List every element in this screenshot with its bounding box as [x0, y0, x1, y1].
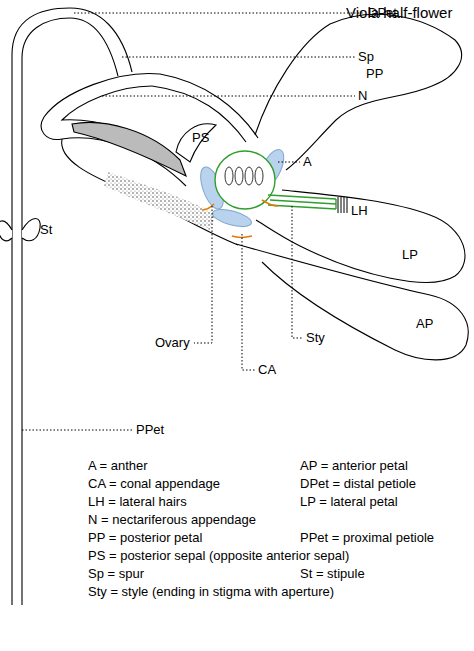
part-label: AP — [416, 316, 474, 332]
part-label: PS — [192, 130, 272, 146]
leader-line — [122, 57, 355, 58]
leader-line — [102, 96, 355, 97]
legend-entry: AP = anterior petal — [300, 458, 470, 474]
legend-entry: Sty = style (ending in stigma with apert… — [88, 584, 470, 600]
legend-entry: St = stipule — [300, 566, 470, 582]
diagram-title: Viola half-flower — [346, 4, 474, 22]
leader-line — [242, 234, 255, 370]
part-label: Sty — [306, 330, 386, 346]
leader-line — [22, 430, 133, 431]
ovule — [245, 167, 253, 185]
leader-line — [74, 13, 364, 14]
stipule — [0, 221, 12, 241]
part-label: St — [40, 222, 120, 238]
part-label: PP — [366, 66, 446, 82]
leader-line — [292, 206, 303, 338]
lateral-hairs — [338, 197, 347, 213]
anterior-petal — [236, 244, 468, 360]
part-label: CA — [258, 362, 338, 378]
ovule — [255, 167, 263, 185]
leader-line — [194, 206, 212, 343]
part-label: DPet — [368, 5, 448, 21]
part-label: LP — [402, 247, 474, 263]
legend-entry: LH = lateral hairs — [88, 494, 470, 510]
part-label: Sp — [358, 49, 438, 65]
nectariferous-appendage — [72, 123, 186, 177]
style — [268, 195, 336, 209]
legend-entry: A = anther — [88, 458, 470, 474]
legend-entry: PPet = proximal petiole — [300, 530, 470, 546]
part-label: LH — [351, 203, 431, 219]
legend-entry: Sp = spur — [88, 566, 470, 582]
ovule — [235, 167, 243, 185]
conal-appendage — [232, 236, 252, 238]
legend-entry: LP = lateral petal — [300, 494, 470, 510]
legend-entry: N = nectariferous appendage — [88, 512, 470, 528]
legend-entry: PS = posterior sepal (opposite anterior … — [88, 548, 470, 564]
stippled-region — [104, 172, 216, 230]
posterior-petal — [255, 14, 462, 170]
leader-line — [278, 162, 300, 163]
ovule — [225, 167, 233, 185]
sepal-outline — [41, 74, 186, 186]
part-label: Ovary — [155, 335, 235, 351]
ovary — [215, 151, 275, 209]
conal-appendage — [262, 200, 278, 206]
part-label: PPet — [136, 422, 216, 438]
legend-entry: DPet = distal petiole — [300, 476, 470, 492]
part-label: A — [303, 154, 383, 170]
stipule — [22, 219, 40, 241]
part-label: N — [358, 88, 438, 104]
